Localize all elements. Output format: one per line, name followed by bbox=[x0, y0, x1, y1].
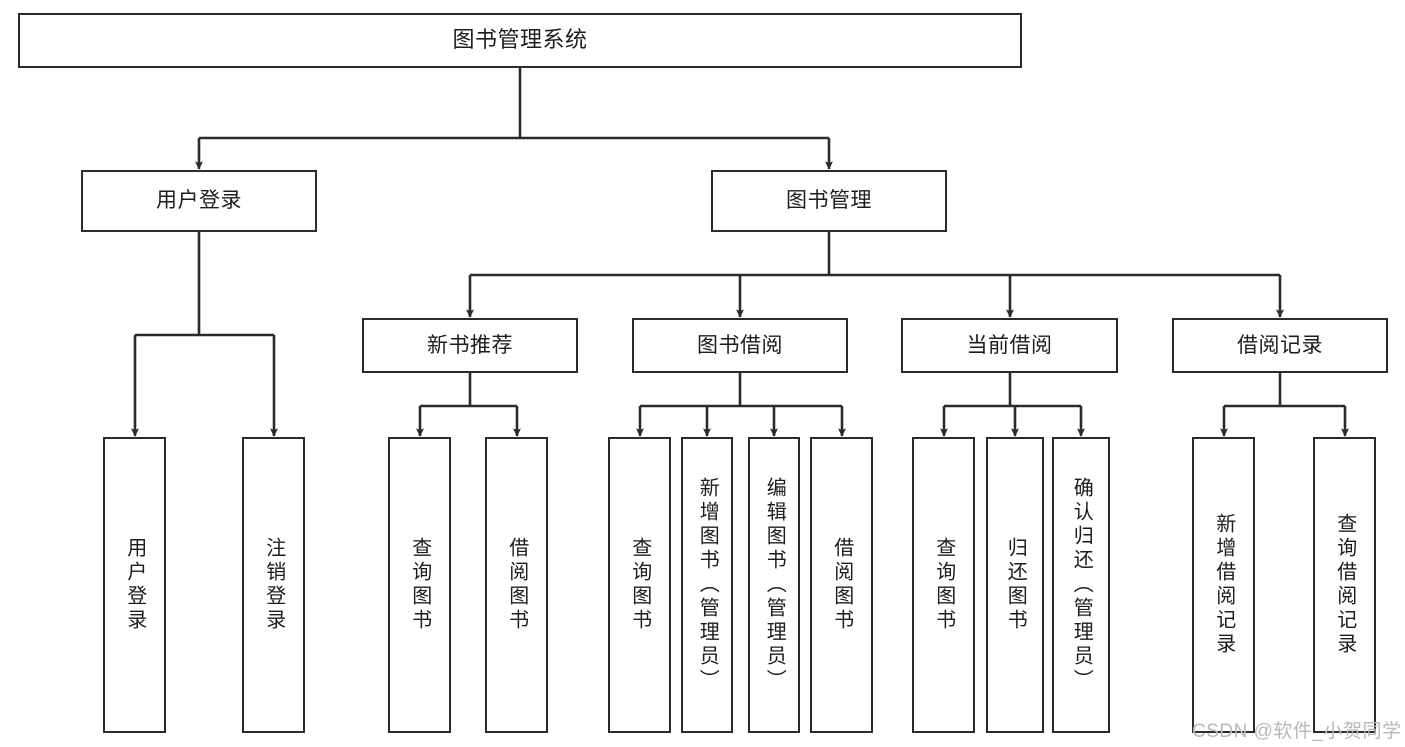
node-lf8[interactable]: 借阅图书 bbox=[810, 437, 873, 733]
node-label: 用户登录 bbox=[123, 537, 146, 633]
node-label: 新书推荐 bbox=[427, 333, 513, 357]
node-lf9[interactable]: 查询图书 bbox=[912, 437, 975, 733]
node-lf5[interactable]: 查询图书 bbox=[608, 437, 671, 733]
node-label: 查询图书 bbox=[408, 537, 431, 633]
node-lf10[interactable]: 归还图书 bbox=[986, 437, 1044, 733]
node-label: 用户登录 bbox=[156, 189, 242, 213]
node-label: 图书管理系统 bbox=[452, 27, 588, 53]
node-l1b[interactable]: 图书管理 bbox=[711, 170, 947, 232]
node-lf1[interactable]: 用户登录 bbox=[103, 437, 166, 733]
node-label: 编辑图书（管理员） bbox=[763, 477, 786, 693]
node-l1a[interactable]: 用户登录 bbox=[81, 170, 317, 232]
node-label: 确认归还（管理员） bbox=[1070, 477, 1093, 693]
connector-paths bbox=[131, 68, 1349, 437]
node-label: 新增借阅记录 bbox=[1212, 513, 1235, 657]
node-lf12[interactable]: 新增借阅记录 bbox=[1192, 437, 1255, 733]
node-l2a[interactable]: 新书推荐 bbox=[362, 318, 578, 373]
csdn-watermark: CSDN @软件_小贺同学 bbox=[1192, 721, 1402, 742]
node-lf6[interactable]: 新增图书（管理员） bbox=[681, 437, 733, 733]
node-root[interactable]: 图书管理系统 bbox=[18, 13, 1022, 68]
node-lf11[interactable]: 确认归还（管理员） bbox=[1052, 437, 1110, 733]
node-label: 当前借阅 bbox=[966, 333, 1053, 357]
node-label: 借阅图书 bbox=[505, 537, 528, 633]
node-l2b[interactable]: 图书借阅 bbox=[632, 318, 848, 373]
node-lf4[interactable]: 借阅图书 bbox=[485, 437, 548, 733]
node-l2c[interactable]: 当前借阅 bbox=[901, 318, 1118, 373]
node-label: 借阅图书 bbox=[830, 537, 853, 633]
node-lf7[interactable]: 编辑图书（管理员） bbox=[748, 437, 800, 733]
node-lf2[interactable]: 注销登录 bbox=[242, 437, 305, 733]
node-label: 查询图书 bbox=[932, 537, 955, 633]
node-label: 归还图书 bbox=[1004, 537, 1027, 633]
node-label: 图书管理 bbox=[786, 189, 872, 213]
node-lf3[interactable]: 查询图书 bbox=[388, 437, 451, 733]
node-lf13[interactable]: 查询借阅记录 bbox=[1313, 437, 1376, 733]
node-label: 查询借阅记录 bbox=[1333, 513, 1356, 657]
node-l2d[interactable]: 借阅记录 bbox=[1172, 318, 1388, 373]
node-label: 新增图书（管理员） bbox=[696, 477, 719, 693]
node-label: 注销登录 bbox=[262, 537, 285, 633]
node-label: 查询图书 bbox=[628, 537, 651, 633]
node-label: 借阅记录 bbox=[1237, 333, 1323, 357]
node-label: 图书借阅 bbox=[697, 333, 783, 357]
